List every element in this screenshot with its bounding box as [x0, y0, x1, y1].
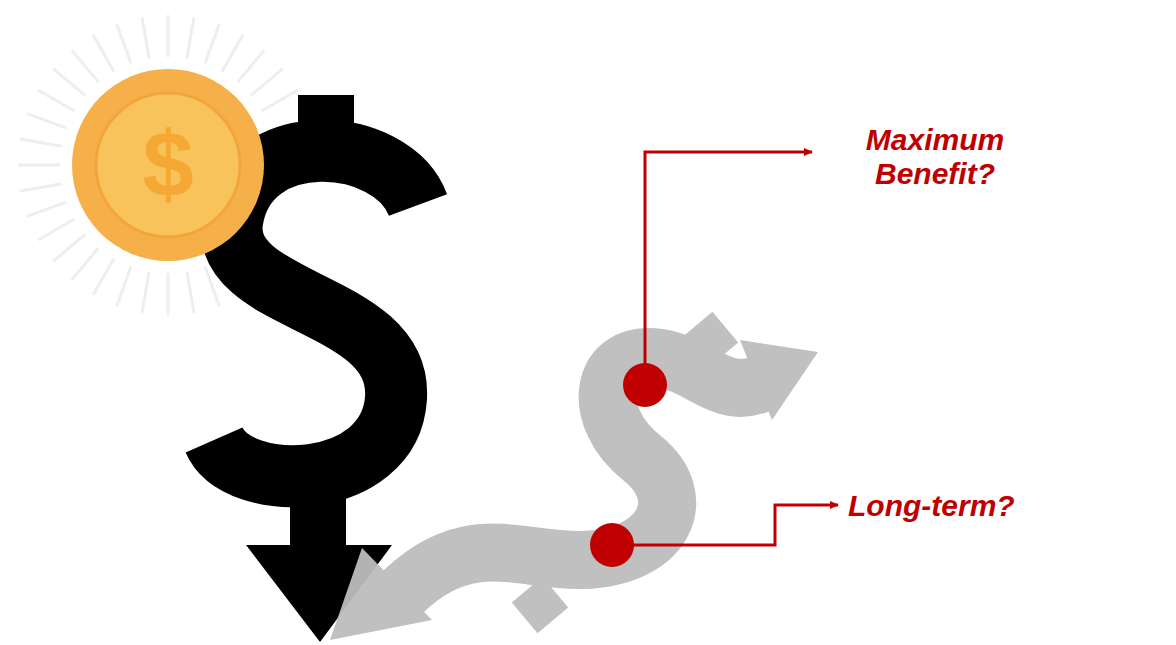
sun-ray	[187, 271, 194, 312]
sun-ray	[93, 35, 114, 71]
sun-ray	[53, 234, 85, 261]
sun-ray	[20, 139, 61, 146]
sun-ray	[187, 17, 194, 58]
sun-ray	[27, 114, 67, 128]
gold-coin	[72, 69, 264, 261]
sun-ray	[222, 35, 243, 71]
callout-text: Long-term?	[848, 486, 1048, 526]
sun-ray	[117, 24, 131, 64]
sun-ray	[20, 184, 61, 191]
sun-ray	[237, 50, 264, 82]
coin-symbol: $	[118, 110, 218, 220]
callout-dot	[590, 523, 634, 567]
sun-ray	[142, 271, 149, 312]
gray-dollar-arrow	[330, 312, 818, 640]
sun-ray	[142, 17, 149, 58]
sun-ray	[167, 15, 170, 57]
sun-ray	[117, 267, 131, 307]
leader-lines	[612, 152, 838, 545]
sun-ray	[262, 90, 298, 111]
sun-ray	[38, 219, 74, 240]
sun-ray	[72, 248, 99, 280]
sun-ray	[72, 50, 99, 82]
sun-ray	[93, 259, 114, 295]
sun-ray	[38, 90, 74, 111]
callout-dot	[623, 363, 667, 407]
callout-text: Maximum Benefit?	[822, 112, 1048, 202]
sun-ray	[167, 273, 170, 315]
sun-ray	[251, 69, 283, 96]
sun-ray	[18, 164, 60, 167]
sun-ray	[53, 69, 85, 96]
sun-ray	[205, 24, 219, 64]
sun-ray	[262, 219, 281, 230]
sun-ray	[270, 202, 291, 210]
sun-ray	[27, 202, 67, 216]
